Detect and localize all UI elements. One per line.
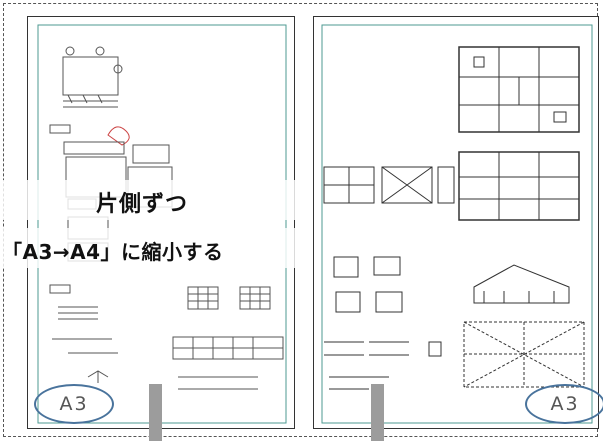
caption-band-top xyxy=(0,180,295,220)
left-sheet-drawings xyxy=(37,24,287,424)
caption-line-1: 片側ずつ xyxy=(96,192,189,217)
a3-badge-left: A3 xyxy=(34,384,114,424)
right-sheet xyxy=(313,16,599,429)
left-gray-bar xyxy=(149,384,162,441)
right-sheet-drawings xyxy=(321,24,593,424)
a3-badge-right: A3 xyxy=(525,384,603,424)
right-gray-bar xyxy=(371,384,384,441)
caption-line-2: 「A3→A4」に縮小する xyxy=(2,240,224,264)
left-sheet xyxy=(27,16,295,429)
caption-band-bottom xyxy=(0,228,295,268)
